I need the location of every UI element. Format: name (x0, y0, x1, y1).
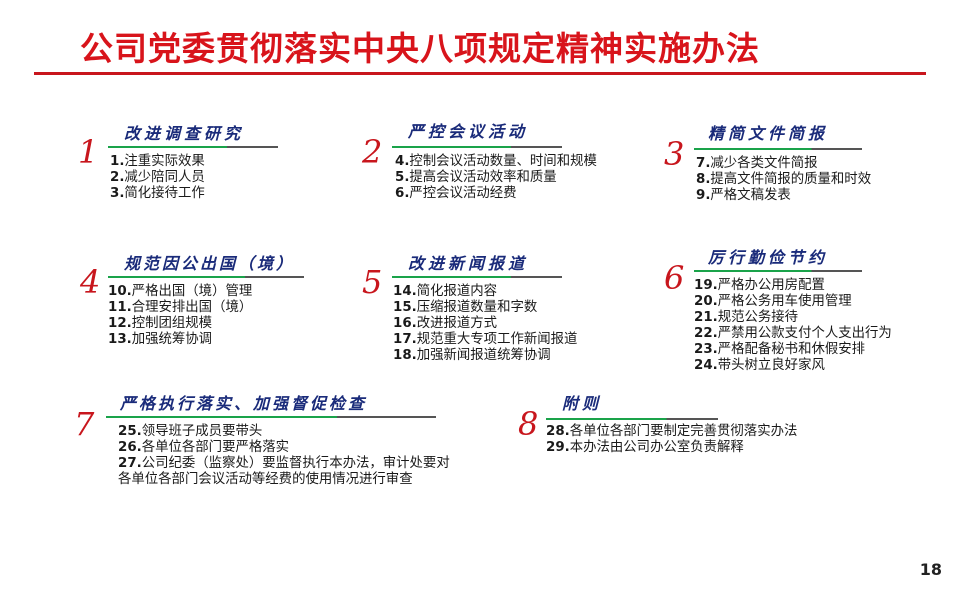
list-item: 19.严格办公用房配置 (694, 278, 825, 293)
list-item: 15.压缩报道数量和字数 (393, 300, 538, 315)
heading-underline (694, 148, 862, 150)
section-number: 6 (664, 259, 685, 297)
heading-underline (108, 146, 278, 148)
section-number: 2 (362, 133, 383, 171)
list-item: 22.严禁用公款支付个人支出行为 (694, 326, 892, 341)
list-item: 8.提高文件简报的质量和时效 (696, 172, 872, 187)
heading-underline (392, 146, 562, 148)
list-item: 14.简化报道内容 (393, 284, 498, 299)
list-item: 2.减少陪同人员 (110, 170, 205, 185)
item-list: 19.严格办公用房配置 20.严格公务用车使用管理 21.规范公务接待 22.严… (694, 278, 892, 374)
item-list: 1.注重实际效果 2.减少陪同人员 3.简化接待工作 (110, 154, 205, 202)
list-item: 12.控制团组规模 (108, 316, 213, 331)
item-list: 28.各单位各部门要制定完善贯彻落实办法 29.本办法由公司办公室负责解释 (546, 424, 797, 456)
section-number: 7 (74, 405, 95, 443)
section-heading: 精简文件简报 (708, 124, 829, 143)
list-item: 3.简化接待工作 (110, 186, 205, 201)
list-item: 16.改进报道方式 (393, 316, 498, 331)
list-item: 28.各单位各部门要制定完善贯彻落实办法 (546, 424, 798, 439)
heading-underline (106, 416, 436, 418)
item-list: 14.简化报道内容 15.压缩报道数量和字数 16.改进报道方式 17.规范重大… (393, 284, 577, 364)
heading-underline (108, 276, 304, 278)
heading-underline (546, 418, 718, 420)
item-list: 4.控制会议活动数量、时间和规模 5.提高会议活动效率和质量 6.严控会议活动经… (395, 154, 597, 202)
item-list: 10.严格出国（境）管理 11.合理安排出国（境） 12.控制团组规模 13.加… (108, 284, 252, 348)
section-heading: 严控会议活动 (408, 122, 529, 141)
page-number: 18 (919, 560, 942, 579)
section-heading: 严格执行落实、加强督促检查 (120, 394, 368, 413)
list-item: 11.合理安排出国（境） (108, 300, 253, 315)
list-item: 27.公司纪委（监察处）要监督执行本办法，审计处要对各单位各部门会议活动等经费的… (118, 456, 450, 487)
list-item: 29.本办法由公司办公室负责解释 (546, 440, 744, 455)
list-item: 5.提高会议活动效率和质量 (395, 170, 557, 185)
list-item: 24.带头树立良好家风 (694, 358, 825, 373)
item-list: 25.领导班子成员要带头 26.各单位各部门要严格落实 27.公司纪委（监察处）… (118, 424, 463, 488)
section-heading: 改进调查研究 (124, 124, 245, 143)
list-item: 9.严格文稿发表 (696, 188, 791, 203)
list-item: 6.严控会议活动经费 (395, 186, 517, 201)
list-item: 17.规范重大专项工作新闻报道 (393, 332, 578, 347)
section-heading: 厉行勤俭节约 (708, 248, 829, 267)
page-title: 公司党委贯彻落实中央八项规定精神实施办法 (80, 29, 760, 68)
list-item: 4.控制会议活动数量、时间和规模 (395, 154, 597, 169)
heading-underline (392, 276, 562, 278)
list-item: 23.严格配备秘书和休假安排 (694, 342, 866, 357)
section-number: 8 (518, 405, 539, 443)
section-number: 5 (362, 263, 383, 301)
section-heading: 改进新闻报道 (408, 254, 529, 273)
heading-underline (694, 270, 862, 272)
list-item: 20.严格公务用车使用管理 (694, 294, 852, 309)
section-number: 4 (80, 263, 101, 301)
section-heading: 附则 (562, 394, 603, 413)
list-item: 13.加强统筹协调 (108, 332, 213, 347)
list-item: 10.严格出国（境）管理 (108, 284, 253, 299)
section-number: 3 (664, 135, 685, 173)
item-list: 7.减少各类文件简报 8.提高文件简报的质量和时效 9.严格文稿发表 (696, 156, 871, 204)
section-number: 1 (78, 133, 99, 171)
list-item: 1.注重实际效果 (110, 154, 205, 169)
list-item: 18.加强新闻报道统筹协调 (393, 348, 551, 363)
list-item: 7.减少各类文件简报 (696, 156, 818, 171)
list-item: 26.各单位各部门要严格落实 (118, 440, 290, 455)
list-item: 25.领导班子成员要带头 (118, 424, 263, 439)
section-heading: 规范因公出国（境） (124, 254, 296, 273)
title-underline (34, 72, 926, 75)
list-item: 21.规范公务接待 (694, 310, 799, 325)
